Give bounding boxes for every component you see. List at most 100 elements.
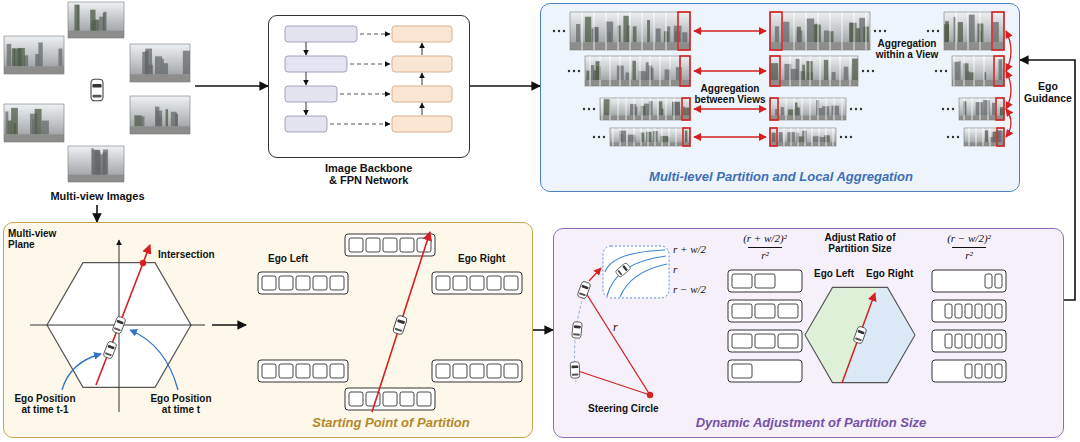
image-border	[959, 98, 1004, 120]
partition-cell	[487, 364, 501, 378]
partition-line	[594, 12, 595, 50]
flow-connector	[1020, 60, 1075, 300]
partition-cell	[965, 364, 972, 378]
car-windshield	[116, 320, 123, 325]
car-rear-window	[573, 333, 580, 336]
car-windshield	[571, 365, 578, 368]
image-building	[958, 22, 963, 42]
image-building	[999, 59, 1003, 80]
fpn-layer	[392, 56, 452, 72]
image-sky	[4, 104, 64, 142]
partition-line	[802, 98, 803, 120]
between-view-arrow	[694, 136, 766, 137]
image-border	[4, 36, 64, 74]
side-label: Ego Left	[808, 268, 854, 279]
partition-line	[854, 12, 855, 50]
image-building	[630, 104, 636, 116]
image-building	[781, 107, 784, 116]
ellipsis-dot	[942, 108, 944, 110]
partition-line	[613, 128, 614, 146]
partition-line	[654, 12, 655, 50]
camera-image	[952, 56, 1004, 86]
fpn-layer	[392, 26, 452, 42]
camera-image	[944, 12, 1004, 50]
partition-cell	[366, 238, 380, 252]
car-icon	[103, 341, 117, 359]
partition-line	[642, 12, 643, 50]
image-building	[596, 61, 601, 80]
partition-line	[954, 56, 955, 86]
image-building	[155, 107, 159, 127]
edge-label: Ego Guidance	[1022, 80, 1074, 104]
car-icon	[577, 281, 591, 299]
dynamic-adjustment-figure	[570, 246, 1006, 398]
image-sky	[4, 36, 64, 74]
ellipsis-dot	[558, 30, 560, 32]
image-building	[585, 17, 591, 43]
image-building	[103, 149, 108, 174]
highlight-partition	[680, 56, 690, 86]
image-border	[600, 98, 690, 120]
image-border	[964, 128, 1004, 146]
camera-image	[4, 36, 64, 74]
lane-arc	[620, 264, 667, 297]
partition-line	[984, 56, 985, 86]
panel-ground	[4, 223, 532, 437]
image-building	[32, 120, 34, 135]
partition-cell	[985, 334, 992, 348]
label-holder: Aggregation within a View	[873, 38, 941, 60]
camera-image	[585, 56, 690, 86]
partition-cell	[732, 304, 752, 318]
heading-line	[842, 293, 875, 383]
highlight-partition	[770, 12, 782, 50]
side-label: Ego Left	[268, 253, 318, 264]
ellipsis-dot	[568, 70, 570, 72]
partition-line	[794, 12, 795, 50]
car-windshield	[397, 319, 405, 324]
image-building	[802, 131, 806, 143]
partition-line	[810, 98, 811, 120]
image-building	[14, 123, 16, 134]
within-view-arrow	[1006, 109, 1011, 137]
camera-image	[68, 2, 124, 38]
partition-line	[810, 56, 811, 86]
partition-line	[842, 98, 843, 120]
image-building	[104, 12, 107, 31]
label-holder: (r + w/2)²	[730, 232, 800, 244]
partition-line	[840, 56, 841, 86]
car-body	[853, 326, 867, 344]
ellipsis-dot	[563, 30, 565, 32]
partition-cell	[985, 274, 992, 288]
image-ground	[585, 80, 690, 86]
partition-line	[666, 98, 667, 120]
car-body	[91, 79, 103, 101]
flow-connector	[96, 205, 98, 222]
partition-cell	[732, 364, 752, 378]
car-windshield	[581, 285, 588, 290]
label-holder: r²	[730, 249, 800, 261]
image-sky	[610, 128, 690, 146]
ellipsis-dot	[860, 108, 862, 110]
partition-line	[666, 12, 667, 50]
within-view-arrow	[1006, 31, 1011, 71]
image-building	[824, 135, 829, 142]
fpn-network	[285, 26, 452, 132]
image-building	[134, 115, 141, 126]
image-building	[641, 106, 646, 116]
intersection-dot	[140, 260, 146, 266]
image-sky	[770, 98, 846, 120]
partition-cell	[975, 334, 982, 348]
up-arrow	[422, 43, 423, 55]
partition-cell	[349, 392, 363, 406]
image-border	[770, 128, 836, 146]
label-holder: r	[613, 321, 627, 334]
group-caption: Multi-view Images	[50, 190, 144, 203]
partition-cell	[732, 334, 752, 348]
partition-cell	[279, 364, 293, 378]
flow-arrow	[212, 324, 246, 326]
image-building	[592, 28, 598, 42]
partition-line	[866, 12, 867, 50]
image-sky	[952, 56, 1004, 86]
between-view-arrow	[694, 70, 766, 71]
